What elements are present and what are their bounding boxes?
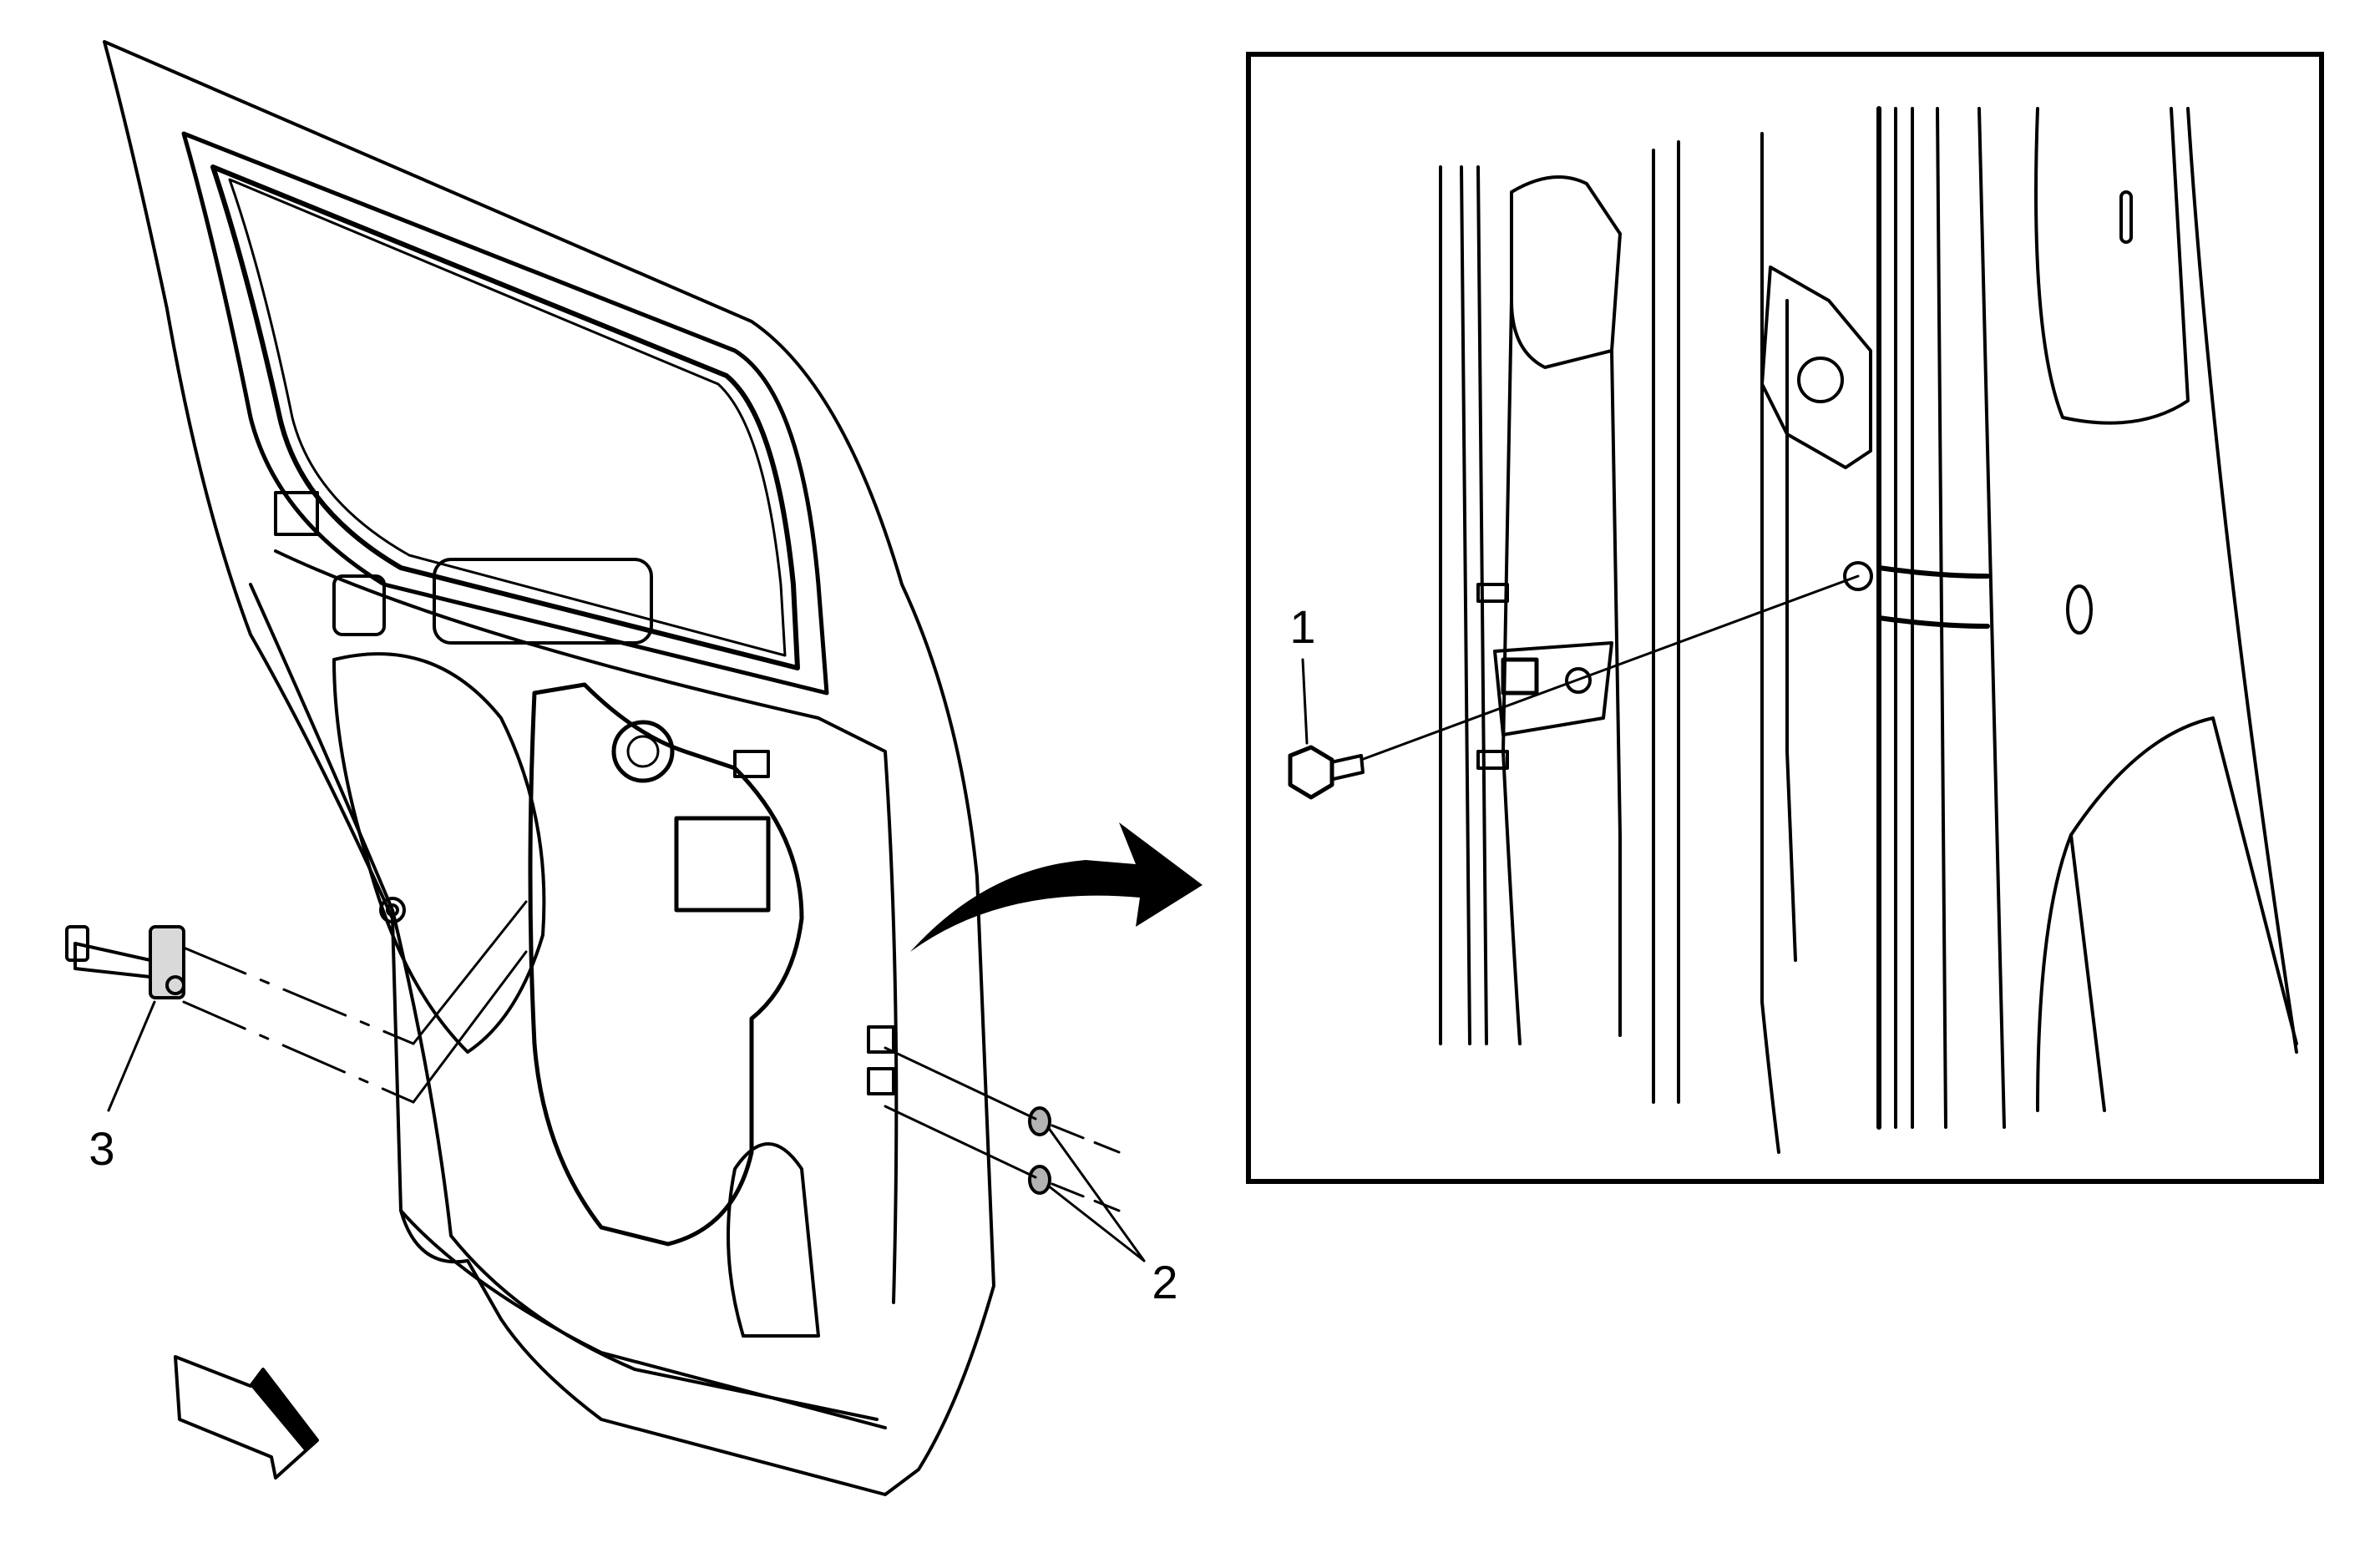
lock-hole [611, 720, 675, 783]
square-hole [867, 1025, 895, 1054]
check-mount-stud [1501, 657, 1539, 696]
bracket-hole [1797, 357, 1844, 403]
window-opening [210, 164, 800, 670]
alignment-line-lower [182, 1000, 415, 1104]
large-access-hole [332, 652, 546, 1054]
nut-line-upper-dash [1051, 1124, 1121, 1154]
nut-line-lower [884, 1105, 1037, 1179]
inner-panel-ridge [274, 549, 899, 1304]
check-mount-hole [1565, 667, 1592, 694]
leader-2b [1046, 1184, 1146, 1262]
bolt-line [1360, 574, 1860, 761]
check-link-end [65, 925, 89, 962]
pillar-line [1460, 165, 1471, 1045]
upper-bracket [433, 558, 653, 645]
check-nuts [884, 1046, 1146, 1262]
nut-lower [1028, 1165, 1051, 1195]
door-panel-contour [2186, 107, 2298, 1054]
hole [379, 897, 406, 923]
module-window [674, 816, 771, 913]
square-hole [867, 1067, 895, 1095]
window-opening-inner [228, 178, 787, 657]
check-mount-bracket [1493, 641, 1613, 736]
detail-pointer-arrow-icon [910, 822, 1203, 952]
pillar-clip [1476, 750, 1509, 770]
center-contour [1785, 299, 1797, 962]
leader-1 [1301, 658, 1309, 745]
bolt-head [1288, 745, 1334, 800]
hole [386, 903, 399, 917]
pillar-line [1476, 165, 1488, 1045]
bolt-assembly [1288, 574, 1860, 800]
corner-clip [274, 491, 319, 536]
center-bracket [1760, 266, 1872, 469]
door-panel-contour [2034, 107, 2190, 425]
door-panel-contour [2069, 833, 2106, 1112]
speaker-opening [727, 1142, 820, 1338]
nut-line-lower-dash [1051, 1182, 1121, 1212]
view-arrow-shade [251, 1369, 317, 1451]
leader-3 [107, 1000, 156, 1112]
inner-panel-ridge-2 [249, 583, 879, 1421]
callout-2: 2 [1152, 1256, 1177, 1308]
nut-upper [1028, 1106, 1051, 1136]
check-link-fastener [165, 975, 185, 995]
square-hole [733, 750, 770, 778]
alignment-break-lower [412, 950, 528, 1104]
alignment-break-upper [412, 900, 528, 1045]
pillar-contour [1501, 299, 1522, 1045]
callout-3: 3 [89, 1122, 114, 1175]
callout-1: 1 [1289, 600, 1315, 653]
view-arrow-outline [174, 1355, 319, 1480]
center-contour [1760, 132, 1780, 1154]
slot [2119, 190, 2133, 244]
lock-hole-inner [626, 735, 660, 768]
door-bottom-flange [399, 1209, 887, 1429]
door-outer-panel [103, 40, 995, 1496]
pillar-clip [1476, 583, 1509, 603]
rear-door-assembly [103, 40, 995, 1496]
door-check-link [65, 900, 528, 1112]
body-line [1876, 565, 1990, 579]
inset-frame [1246, 52, 2324, 1184]
pillar-contour [1610, 349, 1622, 1037]
alignment-line-upper [182, 946, 415, 1045]
nut-line-upper [884, 1046, 1037, 1120]
leader-2a [1046, 1126, 1146, 1262]
inset-pillar [1439, 106, 2298, 1154]
window-frame-outer [181, 131, 829, 696]
detail-inset [1246, 52, 2324, 1184]
door-edge-line [1977, 107, 2006, 1129]
body-line [1876, 615, 1990, 629]
handle-pocket [332, 574, 386, 636]
door-edge-line [1936, 107, 1947, 1129]
view-direction-arrow-icon [174, 1355, 319, 1480]
body-hole [1843, 561, 1873, 591]
oval-hole [2066, 584, 2093, 635]
detail-pointer-arrow-body [910, 822, 1203, 952]
